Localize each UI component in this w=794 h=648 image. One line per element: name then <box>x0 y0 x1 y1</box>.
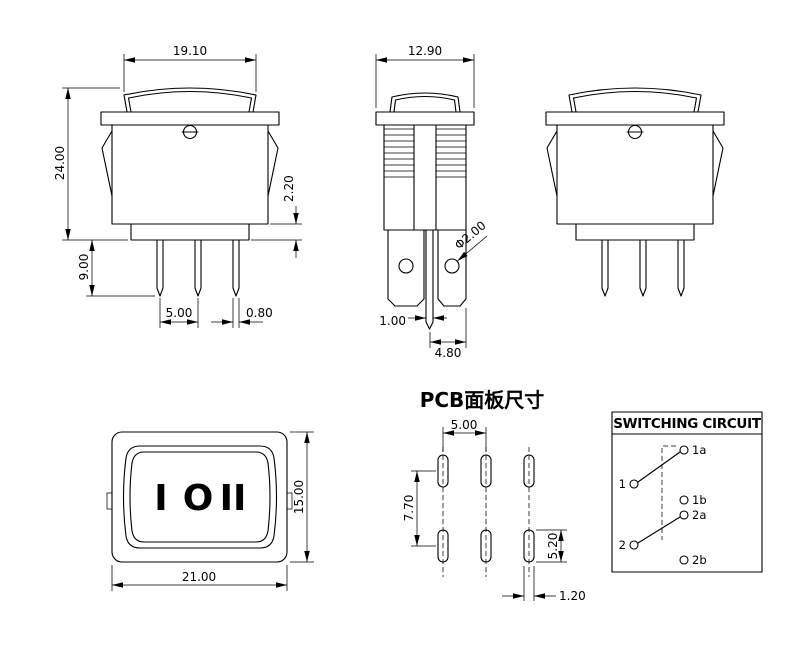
center-pin <box>425 229 434 330</box>
extension-lines <box>62 87 128 241</box>
mechanical-link-line <box>661 445 676 540</box>
rear-view <box>545 87 725 297</box>
terminal-1a <box>679 445 689 455</box>
rocker-inner-line <box>393 95 457 113</box>
dim-pin-to-edge: 4.80 <box>435 346 462 360</box>
dim-row-pitch: 7.70 <box>402 495 416 522</box>
terminal-pin-1 <box>156 239 164 297</box>
pcb-pad <box>523 529 535 563</box>
extension-lines <box>251 223 302 241</box>
right-mounting-clip <box>267 130 279 197</box>
bezel-flange <box>375 111 475 126</box>
pcb-pad <box>480 454 492 488</box>
pcb-pad <box>480 529 492 563</box>
left-mounting-hole <box>398 258 414 274</box>
terminal-1b <box>679 495 689 505</box>
bottom-step <box>130 223 250 241</box>
pcb-pad <box>437 529 449 563</box>
dim-pad-length: 5.20 <box>546 533 560 560</box>
rib-lines <box>384 128 466 178</box>
switch-front-outline <box>100 87 280 297</box>
terminal-label-1a: 1a <box>692 443 706 457</box>
pad-centerlines <box>442 447 530 577</box>
pcb-layout-view: PCB面板尺寸 5.00 7.70 5.20 1.20 <box>402 388 586 603</box>
terminal-2a <box>679 510 689 520</box>
dim-rocker-width: 19.10 <box>173 44 207 58</box>
terminal-pin-3 <box>232 239 240 297</box>
pcb-title: PCB面板尺寸 <box>420 388 545 412</box>
bezel-flange <box>100 111 280 126</box>
terminal-label-2: 2 <box>619 538 626 552</box>
dim-step-height: 2.20 <box>282 175 296 202</box>
position-marking-off: O <box>183 478 214 519</box>
dim-hole-diameter: Φ2.00 <box>452 218 489 252</box>
terminal-2 <box>629 540 639 550</box>
left-clip-mark <box>106 492 113 510</box>
rocker-inner-line <box>127 90 253 113</box>
extension-lines <box>290 431 314 563</box>
extension-lines <box>232 298 240 328</box>
dim-pin-pitch: 5.00 <box>166 306 193 320</box>
rocker-face <box>129 451 271 543</box>
terminal-2b <box>679 555 689 565</box>
position-marking-on: I <box>154 478 167 519</box>
pcb-pad <box>437 454 449 488</box>
pole2-lever <box>637 516 681 544</box>
dim-face-height: 15.00 <box>292 480 306 514</box>
dim-pin-thickness: 0.80 <box>246 306 273 320</box>
left-mounting-clip <box>101 130 113 197</box>
circuit-frame <box>611 411 763 573</box>
pcb-pad <box>523 454 535 488</box>
pole1-lever <box>637 451 681 483</box>
position-marking-on2: II <box>220 478 247 519</box>
dim-face-width: 21.00 <box>182 570 216 584</box>
rocker-bezel <box>122 445 278 549</box>
extension-lines <box>375 54 475 108</box>
dim-pad-pitch: 5.00 <box>451 418 478 432</box>
switching-circuit-view: SWITCHING CIRCUIT 1a 1 1b 2a 2 2b <box>611 411 763 573</box>
terminal-label-1: 1 <box>619 477 626 491</box>
front-view: 19.10 24.00 9.00 2.20 5.00 0.80 <box>53 44 302 328</box>
rocker-outline <box>123 87 257 113</box>
leader-line <box>457 235 488 262</box>
right-mounting-tab <box>437 229 467 307</box>
circuit-title: SWITCHING CIRCUIT <box>613 416 762 432</box>
dim-pad-width: 1.20 <box>559 589 586 603</box>
terminal-label-1b: 1b <box>692 493 707 507</box>
dim-body-height: 24.00 <box>53 146 67 180</box>
face-view: I O II 15.00 21.00 <box>106 431 314 591</box>
terminal-1 <box>629 479 639 489</box>
left-mounting-tab <box>387 229 425 307</box>
dim-side-width: 12.90 <box>408 44 442 58</box>
terminal-pin-2 <box>194 239 202 297</box>
body-outline <box>383 124 467 231</box>
dim-pin-width: 1.00 <box>379 314 406 328</box>
rocker-outline <box>389 92 461 113</box>
dim-pin-length: 9.00 <box>77 254 91 281</box>
right-clip-mark <box>286 492 293 510</box>
side-view: 12.90 Φ2.00 1.00 4.80 <box>375 44 489 360</box>
body-outline <box>111 124 269 225</box>
terminal-label-2b: 2b <box>692 553 707 567</box>
right-mounting-hole <box>444 258 460 274</box>
terminal-label-2a: 2a <box>692 508 706 522</box>
